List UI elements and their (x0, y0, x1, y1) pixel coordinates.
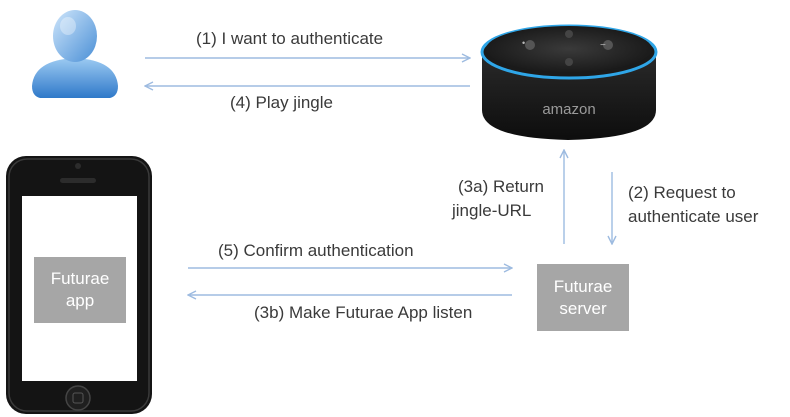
label-step5: (5) Confirm authentication (218, 241, 414, 260)
label-step1: (1) I want to authenticate (196, 29, 384, 48)
futurae-server-line2: server (559, 298, 607, 318)
user-icon (32, 10, 118, 98)
label-step2-line1: (2) Request to (628, 183, 736, 202)
svg-text:−: − (600, 40, 606, 51)
amazon-logo: amazon (542, 101, 595, 118)
futurae-server-line1: Futurae (553, 276, 613, 296)
label-step2-line2: authenticate user (628, 207, 759, 226)
label-step4: (4) Play jingle (230, 93, 333, 112)
futurae-app-box: Futurae app (34, 257, 126, 323)
label-step3a-line2: jingle-URL (452, 201, 532, 220)
svg-text:•: • (522, 38, 525, 48)
label-step3a-line1: (3a) Return (458, 177, 544, 196)
label-step3b: (3b) Make Futurae App listen (254, 303, 473, 322)
echo-dot-speaker-icon: • − amazon (480, 24, 658, 140)
futurae-app-line1: Futurae (50, 269, 110, 288)
futurae-server-box: Futurae server (537, 264, 629, 331)
futurae-app-line2: app (65, 291, 95, 310)
